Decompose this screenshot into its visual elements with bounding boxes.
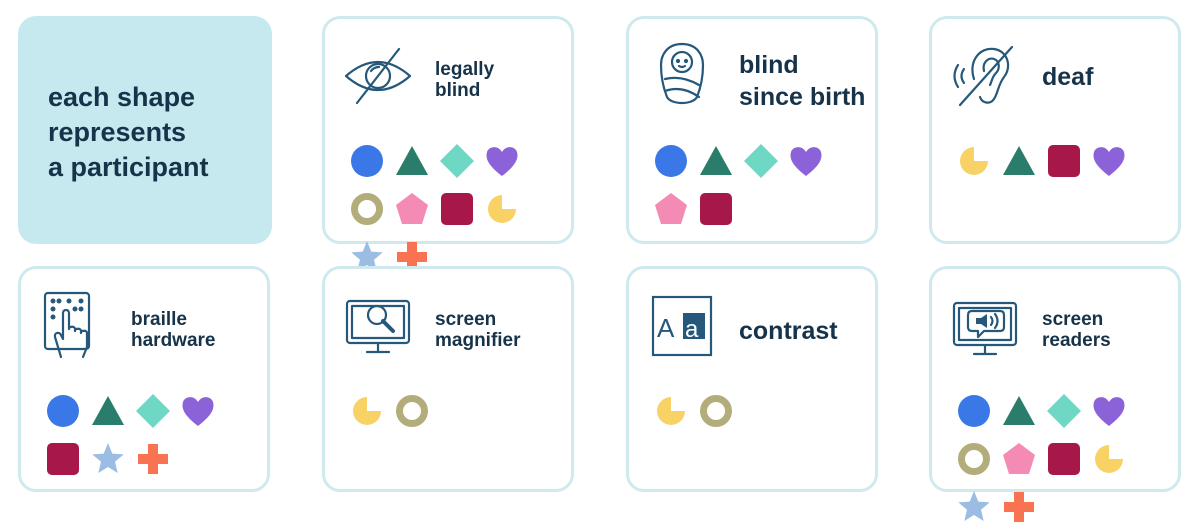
participant-pentagon xyxy=(394,191,430,227)
participant-shapes xyxy=(45,393,255,477)
card-legally-blind: legally blind xyxy=(322,16,574,272)
participant-pacman xyxy=(1091,441,1127,477)
participant-pentagon xyxy=(653,191,689,227)
participant-triangle xyxy=(1001,143,1037,179)
crossed-ear-icon xyxy=(950,41,1020,111)
participant-shapes xyxy=(956,143,1166,179)
participant-ring xyxy=(349,191,385,227)
participant-shapes xyxy=(653,143,863,227)
legend-text: each shape represents a participant xyxy=(48,82,209,182)
category-label: screen readers xyxy=(1042,309,1111,351)
participant-diamond xyxy=(743,143,779,179)
participant-square xyxy=(698,191,734,227)
participant-shapes xyxy=(349,393,559,429)
category-label: contrast xyxy=(739,317,838,345)
screen-reader-icon xyxy=(950,291,1020,361)
participant-diamond xyxy=(439,143,475,179)
participant-cross xyxy=(394,239,430,275)
participant-triangle xyxy=(90,393,126,429)
card-braille-hardware: braille hardware xyxy=(18,266,270,492)
crossed-eye-icon xyxy=(343,41,413,111)
participant-pacman xyxy=(956,143,992,179)
participant-triangle xyxy=(394,143,430,179)
card-screen-magnifier: screen magnifier xyxy=(322,266,574,492)
participant-square xyxy=(45,441,81,477)
participant-pacman xyxy=(653,393,689,429)
card-blind-since-birth: blind since birth xyxy=(626,16,878,244)
participant-triangle xyxy=(698,143,734,179)
category-label: legally blind xyxy=(435,59,495,101)
screen-magnifier-icon xyxy=(343,291,413,361)
category-label: deaf xyxy=(1042,63,1094,91)
swaddled-baby-icon xyxy=(647,41,717,111)
participant-cross xyxy=(1001,489,1037,525)
participant-pacman xyxy=(349,393,385,429)
participant-shapes xyxy=(956,393,1166,525)
participant-ring xyxy=(956,441,992,477)
participant-square xyxy=(439,191,475,227)
participant-star xyxy=(90,441,126,477)
svg-text:a: a xyxy=(685,316,699,343)
participant-ring xyxy=(394,393,430,429)
participant-square xyxy=(1046,143,1082,179)
participant-diamond xyxy=(135,393,171,429)
category-label: screen magnifier xyxy=(435,309,521,351)
category-label: blind since birth xyxy=(739,51,866,111)
participant-circle xyxy=(956,393,992,429)
participant-circle xyxy=(349,143,385,179)
participant-circle xyxy=(45,393,81,429)
contrast-aa-icon: A a xyxy=(647,291,717,361)
card-contrast: A a contrast xyxy=(626,266,878,492)
participant-shapes xyxy=(653,393,863,429)
participant-shapes xyxy=(349,143,559,275)
participant-heart xyxy=(484,143,520,179)
participant-star xyxy=(349,239,385,275)
participant-heart xyxy=(788,143,824,179)
participant-square xyxy=(1046,441,1082,477)
participant-heart xyxy=(1091,393,1127,429)
participant-diamond xyxy=(1046,393,1082,429)
participant-pentagon xyxy=(1001,441,1037,477)
participant-heart xyxy=(180,393,216,429)
svg-text:A: A xyxy=(657,313,675,343)
braille-hand-icon xyxy=(39,291,109,361)
participant-pacman xyxy=(484,191,520,227)
participant-heart xyxy=(1091,143,1127,179)
participant-star xyxy=(956,489,992,525)
participant-ring xyxy=(698,393,734,429)
participant-circle xyxy=(653,143,689,179)
legend-card: each shape represents a participant xyxy=(18,16,272,244)
participant-triangle xyxy=(1001,393,1037,429)
category-label: braille hardware xyxy=(131,309,216,351)
card-deaf: deaf xyxy=(929,16,1181,244)
participant-cross xyxy=(135,441,171,477)
card-screen-readers: screen readers xyxy=(929,266,1181,522)
